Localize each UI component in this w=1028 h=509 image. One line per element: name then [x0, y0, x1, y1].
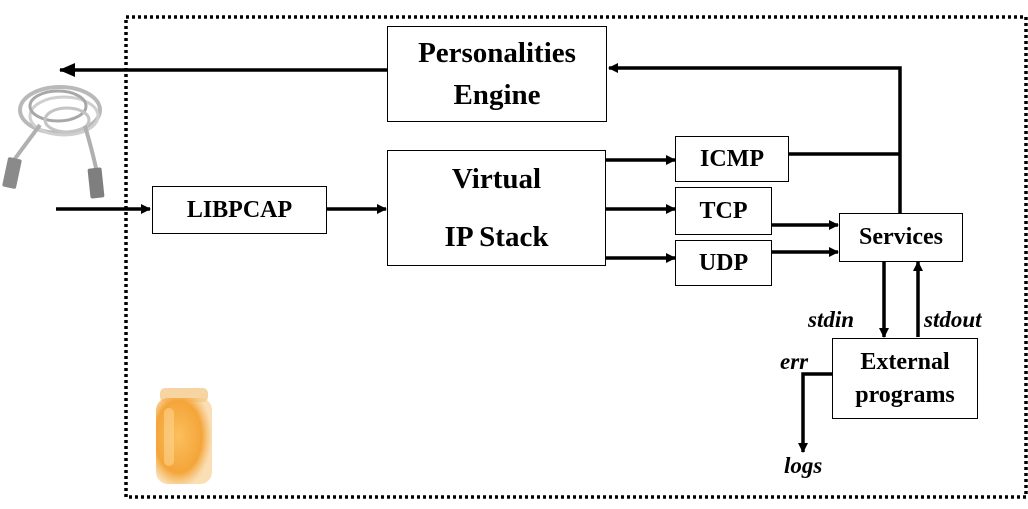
external-programs-label-line1: External	[860, 348, 950, 375]
cable-icon	[2, 85, 105, 199]
udp-label: UDP	[698, 249, 749, 276]
virtual-ip-stack-label-line1: Virtual	[451, 163, 542, 195]
personalities-engine-box: Personalities Engine	[387, 26, 607, 122]
stdin-label: stdin	[808, 307, 855, 332]
icmp-box: ICMP	[675, 136, 789, 182]
external-programs-box: External programs	[832, 338, 978, 419]
stdout-label: stdout	[924, 307, 982, 332]
udp-box: UDP	[675, 240, 772, 286]
libpcap-label: LIBPCAP	[186, 196, 293, 223]
honey-jar-icon	[156, 388, 212, 484]
services-label: Services	[859, 224, 943, 250]
tcp-label: TCP	[699, 197, 748, 224]
system-boundary	[124, 15, 1028, 499]
edge-services-to-personalities	[608, 63, 902, 218]
personalities-engine-label-line2: Engine	[453, 79, 541, 111]
external-programs-label-line2: programs	[855, 381, 955, 408]
icmp-label: ICMP	[700, 145, 764, 172]
virtual-ip-stack-box: Virtual IP Stack	[387, 150, 606, 266]
edge-external-to-logs	[798, 372, 832, 453]
personalities-engine-label-line1: Personalities	[418, 37, 576, 69]
tcp-box: TCP	[675, 187, 772, 235]
libpcap-box: LIBPCAP	[152, 186, 327, 234]
logs-label: logs	[784, 453, 823, 478]
services-box: Services	[839, 213, 963, 262]
virtual-ip-stack-label-line2: IP Stack	[444, 221, 549, 253]
err-label: err	[780, 349, 809, 374]
